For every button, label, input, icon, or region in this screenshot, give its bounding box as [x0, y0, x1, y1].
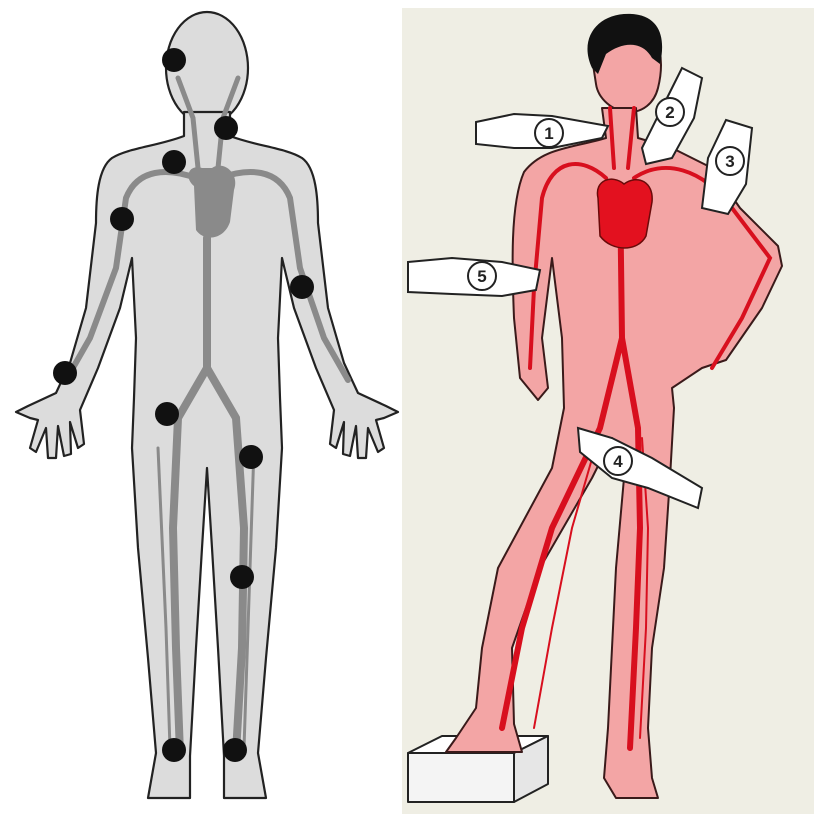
pulse-point-ankle-right: [223, 738, 247, 762]
marker-number-3: 3: [725, 152, 734, 171]
artery-pressure-diagram-panel: 1 2 3 4 5: [402, 8, 814, 814]
artery-pressure-figure: 1 2 3 4 5: [402, 8, 814, 814]
gray-body-diagram-panel: [8, 8, 402, 814]
heart-shape: [597, 179, 652, 248]
pulse-point-subclavian: [162, 150, 186, 174]
pulse-point-ankle-left: [162, 738, 186, 762]
body-silhouette: [16, 12, 398, 798]
pulse-point-radial: [53, 361, 77, 385]
marker-number-2: 2: [665, 103, 674, 122]
marker-number-4: 4: [613, 452, 623, 471]
pulse-point-femoral-right: [239, 445, 263, 469]
pulse-point-axillary: [110, 207, 134, 231]
pulse-point-carotid: [214, 116, 238, 140]
pulse-point-brachial: [290, 275, 314, 299]
marker-number-1: 1: [544, 124, 553, 143]
pulse-point-femoral: [155, 402, 179, 426]
gray-body-figure: [8, 8, 402, 814]
pulse-point-popliteal: [230, 565, 254, 589]
marker-number-5: 5: [477, 267, 486, 286]
pulse-point-temporal: [162, 48, 186, 72]
